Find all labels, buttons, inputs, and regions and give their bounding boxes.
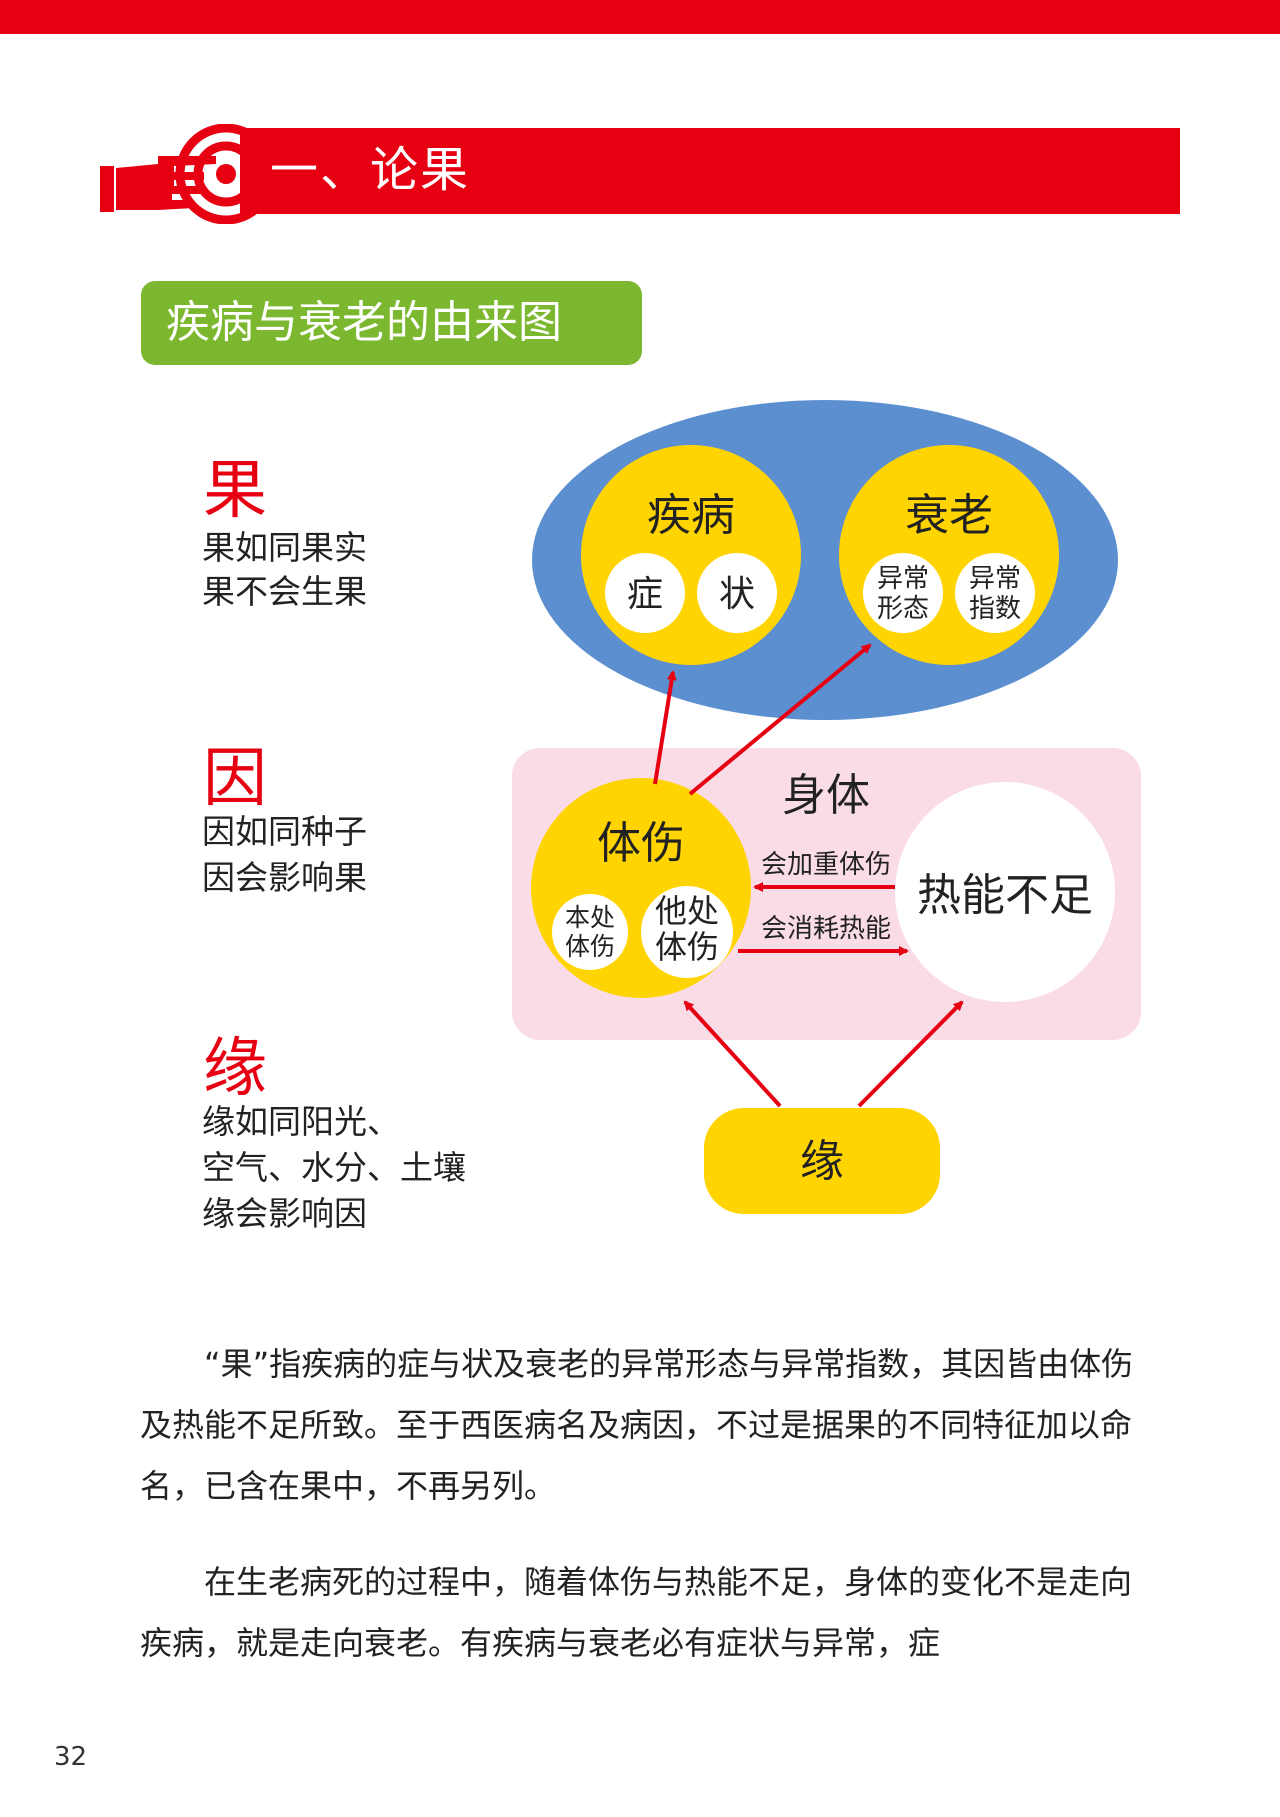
svg-text:异常: 异常 (877, 564, 929, 594)
arrows (653, 643, 964, 1108)
symptom-circle (605, 553, 685, 633)
origin-diagram: 疾病 症 状 衰老 异常 形态 异常 指数 身体 体伤 本处 体伤 他处 体伤 … (512, 400, 1141, 1214)
aging-node: 衰老 异常 形态 异常 指数 (839, 445, 1059, 665)
aging-label: 衰老 (905, 490, 993, 541)
injury-node: 体伤 本处 体伤 他处 体伤 (531, 778, 751, 998)
legend-yin-line: 因会影响果 (202, 858, 367, 897)
heat-deficiency-label: 热能不足 (917, 870, 1093, 921)
legend-yuan-line: 缘会影响因 (202, 1194, 367, 1233)
svg-text:体伤: 体伤 (565, 932, 615, 961)
legend-yin-head: 因 (203, 742, 267, 816)
svg-text:症: 症 (627, 574, 663, 615)
heat-deficiency-node (895, 782, 1115, 1002)
svg-text:指数: 指数 (969, 594, 1021, 624)
injury-label: 体伤 (597, 818, 685, 869)
legend-yuan-line: 缘如同阳光、 (202, 1102, 400, 1141)
abnormal-index-circle (955, 553, 1035, 633)
top-red-bar (0, 0, 1280, 34)
svg-text:本处: 本处 (565, 903, 615, 932)
paragraph: 在生老病死的过程中，随着体伤与热能不足，身体的变化不是走向疾病，就是走向衰老。有… (140, 1563, 1133, 1662)
section-banner (240, 128, 1180, 214)
legend-yuan-line: 空气、水分、土壤 (202, 1148, 466, 1187)
yuan-label: 缘 (800, 1136, 844, 1187)
consume-label: 会消耗热能 (761, 914, 891, 944)
legend-guo-line: 果如同果实 (202, 528, 367, 567)
svg-text:体伤: 体伤 (655, 928, 719, 966)
section-title: 一、论果 (270, 142, 471, 198)
svg-text:状: 状 (719, 574, 755, 615)
aggravate-label: 会加重体伤 (761, 850, 891, 880)
sign-circle (697, 553, 777, 633)
abnormal-form-circle (863, 553, 943, 633)
legend-guo-line: 果不会生果 (202, 572, 367, 611)
legend-yin-line: 因如同种子 (202, 812, 367, 851)
body-label: 身体 (782, 770, 870, 821)
subtitle: 疾病与衰老的由来图 (166, 297, 562, 348)
pointing-hand-icon (100, 124, 268, 224)
subtitle-box (141, 281, 642, 365)
legend-yuan-head: 缘 (203, 1032, 267, 1106)
legend-guo-head: 果 (203, 454, 267, 528)
svg-text:异常: 异常 (969, 564, 1021, 594)
page-number: 32 (54, 1742, 88, 1772)
disease-label: 疾病 (647, 490, 735, 541)
paragraph: “果”指疾病的症与状及衰老的异常形态与异常指数，其因皆由体伤及热能不足所致。至于… (140, 1345, 1134, 1505)
disease-node: 疾病 症 状 (581, 445, 801, 665)
other-injury-circle (641, 886, 733, 978)
local-injury-circle (552, 894, 628, 970)
svg-text:他处: 他处 (655, 892, 719, 930)
yuan-box (704, 1108, 940, 1214)
svg-text:形态: 形态 (877, 594, 929, 624)
